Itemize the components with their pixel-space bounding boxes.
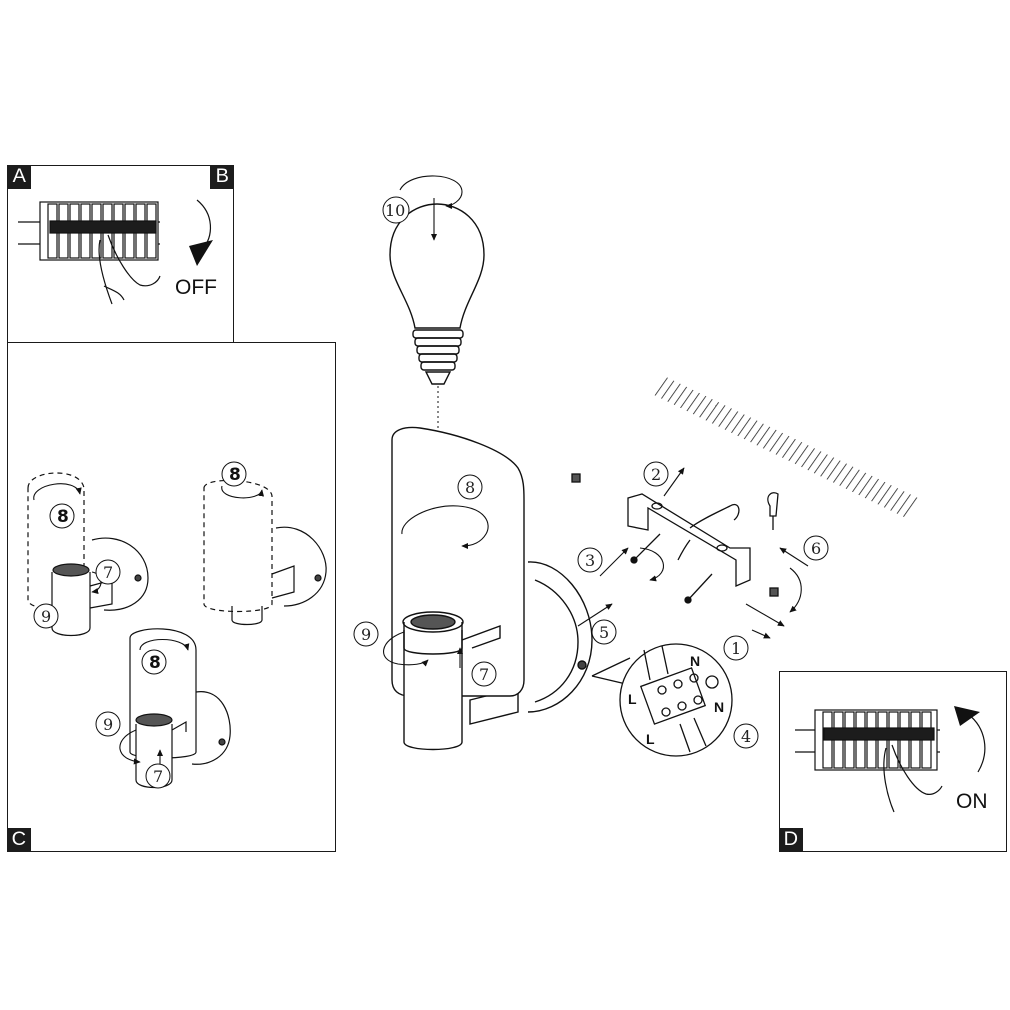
on-arrow <box>967 713 986 773</box>
step-1-arrow <box>745 603 785 627</box>
variant-2-step-8-label: 8 <box>229 465 241 485</box>
variant-1-step-7-label: 7 <box>103 563 113 582</box>
variant-3-step-9-label: 9 <box>103 715 113 734</box>
step-10-label: 10 <box>385 201 405 220</box>
variant-1-shade-arrow <box>33 483 82 501</box>
screws <box>571 473 779 604</box>
breaker-box-on <box>795 709 943 813</box>
variant-3-step-7-label: 7 <box>153 767 163 786</box>
panel-label-d: D <box>779 828 803 852</box>
variant-1-step-8-label: 8 <box>57 507 69 527</box>
socket-rotation-arrow <box>383 631 429 667</box>
bulb-rotation-arrow <box>399 175 463 210</box>
step-3-arrow <box>599 547 629 577</box>
step-3-label: 3 <box>585 551 595 570</box>
wall-hatch <box>652 376 918 518</box>
step-1-arrow-b <box>751 629 771 639</box>
screwdriver <box>767 492 779 530</box>
off-arrowhead <box>189 240 213 266</box>
step-6-rotation-arrow <box>789 567 802 613</box>
wall-lamp-body <box>391 426 593 751</box>
step-2-arrow <box>663 467 685 497</box>
light-bulb <box>389 203 485 385</box>
panel-label-b: B <box>210 165 234 189</box>
on-arrowhead <box>954 706 980 726</box>
terminal-label-l-top: L <box>628 691 637 707</box>
step-7-label: 7 <box>479 665 489 684</box>
body-to-wall-arrow <box>577 603 613 627</box>
mounting-bracket <box>627 493 751 587</box>
terminal-label-l-bottom: L <box>646 731 655 747</box>
step-callouts <box>33 196 829 789</box>
terminal-label-n-bottom: N <box>714 699 724 715</box>
step-6-label: 6 <box>811 539 821 558</box>
off-label: OFF <box>175 276 217 299</box>
variant-3-lamp <box>129 628 231 789</box>
breaker-box-off <box>18 201 161 305</box>
variant-3-socket-arrow <box>119 729 141 765</box>
shade-rotation-arrow <box>401 505 489 550</box>
variant-2-shade-arrow <box>221 485 265 499</box>
step-6-arrow <box>779 547 809 567</box>
variant-1-step-9-label: 9 <box>41 607 51 626</box>
step-1-label: 1 <box>731 639 741 658</box>
step-numbers: 10 8 9 7 5 4 1 2 3 6 8 7 9 8 8 9 7 <box>41 201 821 786</box>
on-label: ON <box>956 790 988 813</box>
step-3-rotation-arrow <box>639 547 664 582</box>
step-5-label: 5 <box>599 623 609 642</box>
step-9-label: 9 <box>361 625 371 644</box>
step-8-label: 8 <box>465 478 475 497</box>
panel-label-c: C <box>7 828 31 852</box>
panel-label-a: A <box>7 165 31 189</box>
variant-3-step-8-label: 8 <box>149 653 161 673</box>
step-2-label: 2 <box>651 465 661 484</box>
terminal-block-detail <box>591 643 733 757</box>
variant-3-shade-arrow <box>139 639 190 651</box>
terminal-label-n-top: N <box>690 653 700 669</box>
step-4-label: 4 <box>741 727 751 746</box>
variant-2-lamp <box>203 479 327 626</box>
